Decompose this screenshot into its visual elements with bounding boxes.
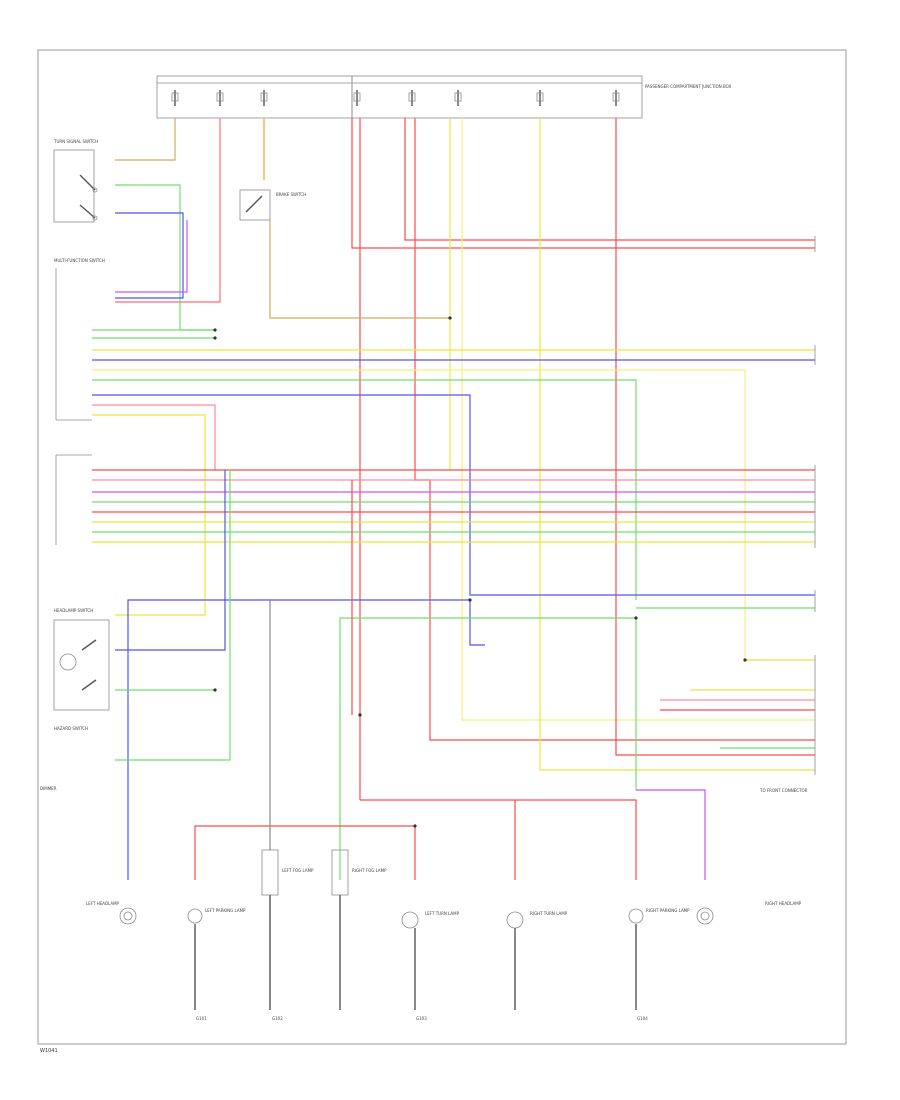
hazard-switch-label: HAZARD SWITCH [54,726,88,731]
bus-wires-upper [92,329,815,661]
left-parking-lamp-label: LEFT PARKING LAMP [205,908,246,913]
wire-green-ts [115,184,215,331]
wire-yellow-fuse7 [539,118,815,771]
wire-red-fuse5 [404,118,815,241]
wire-yellow-fuse6b [461,118,815,721]
left-turn-lamp: LEFT TURN LAMP [401,911,460,929]
dimmer-label: DIMMER [40,786,57,791]
hazard-switch: HAZARD SWITCH DIMMER [40,726,88,791]
ground-center-label: G102 [272,1016,283,1021]
wire-green-380 [92,379,637,600]
fuse-1 [171,90,179,106]
fuse-6 [454,90,462,106]
fuse-4 [353,90,361,106]
fuse-3 [260,90,268,106]
ground-drops: G101 G102 G103 G104 [194,895,648,1021]
wire-pink-fuse2 [115,118,221,303]
right-turn-lamp: RIGHT TURN LAMP [506,911,568,929]
wire-tan-fuse1 [115,118,176,161]
right-headlamp-label: RIGHT HEADLAMP [765,901,802,906]
turn-signal-switch-label: TURN SIGNAL SWITCH [53,139,98,144]
lamp-row: LEFT HEADLAMP LEFT PARKING LAMP LEFT FOG… [86,849,802,929]
wire-red-lampbus [194,825,416,880]
left-headlamp-label: LEFT HEADLAMP [86,901,120,906]
ground-right-label: G103 [416,1016,427,1021]
fuse-2 [216,90,224,106]
left-fog-lamp: LEFT FOG LAMP [261,849,314,896]
front-connector: TO FRONT CONNECTOR [759,236,816,793]
footer-code: W1041 [40,1048,58,1054]
splices [213,316,747,828]
multifunction-switch: MULTI-FUNCTION SWITCH [54,258,105,545]
front-connector-label: TO FRONT CONNECTOR [759,788,808,793]
left-headlamp: LEFT HEADLAMP [86,901,137,925]
multifunction-switch-label: MULTI-FUNCTION SWITCH [54,258,105,263]
right-parking-lamp-label: RIGHT PARKING LAMP [646,908,690,913]
switch-wires [115,184,215,331]
headlamp-switch: HEADLAMP SWITCH [53,608,110,711]
fuse-7 [536,90,544,106]
wire-blue-650 [115,470,226,651]
wire-yellow-370 [92,369,760,661]
fuse-drop-wires [115,118,815,800]
left-fog-lamp-label: LEFT FOG LAMP [282,868,314,873]
left-turn-lamp-label: LEFT TURN LAMP [425,911,460,916]
fuse-8 [612,90,620,106]
wire-blue-ts [115,212,184,299]
wire-red-fuse5b [414,118,815,741]
wire-brake-out [269,220,450,319]
bus-wires-lower [92,469,815,543]
wire-violet-ts [115,220,188,293]
brake-switch-label: BRAKE SWITCH [276,192,306,197]
fuse-block: PASSENGER COMPARTMENT JUNCTION BOX [156,75,732,119]
right-fog-lamp-label: RIGHT FOG LAMP [352,868,387,873]
wire-blue-dimmer [115,470,231,761]
brake-switch: BRAKE SWITCH [239,189,306,221]
right-turn-lamp-label: RIGHT TURN LAMP [530,911,568,916]
wire-yellow-415 [92,414,206,616]
wire-violet-drop [636,789,706,880]
wire-red-fuse4 [351,118,815,249]
fuse-block-label: PASSENGER COMPARTMENT JUNCTION BOX [645,84,732,89]
ground-far-right-label: G104 [637,1016,648,1021]
wire-red-fuse8 [615,118,815,756]
diagram-frame [37,49,847,1045]
turn-signal-switch: TURN SIGNAL SWITCH [53,139,98,223]
wire-blue-395 [92,394,815,596]
fuse-5 [408,90,416,106]
wire-green-610 [339,617,637,880]
ground-left-label: G101 [196,1016,207,1021]
headlamp-switch-label: HEADLAMP SWITCH [54,608,93,613]
right-headlamp: RIGHT HEADLAMP [696,901,802,925]
wire-pink-405 [92,404,216,470]
right-parking-lamp: RIGHT PARKING LAMP [628,908,690,924]
wire-red-rightbus [360,799,637,880]
left-parking-lamp: LEFT PARKING LAMP [187,908,246,924]
